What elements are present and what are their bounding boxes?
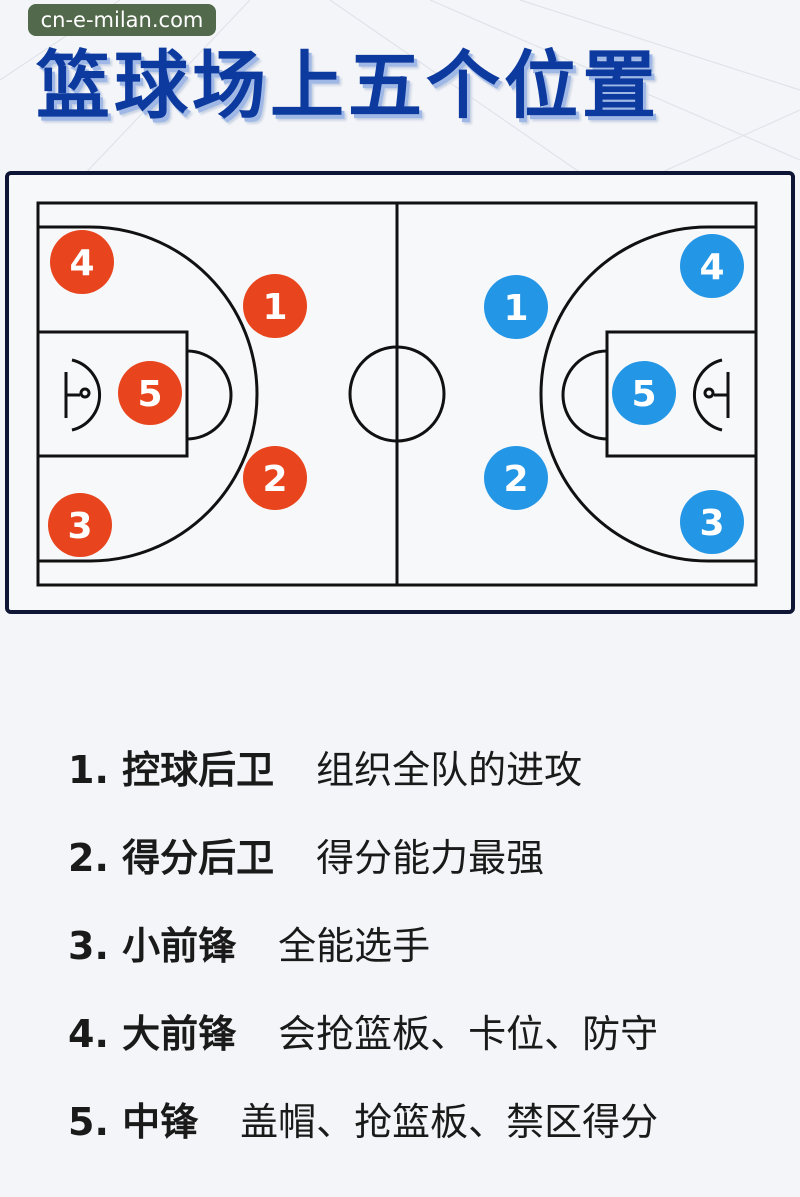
player-number: 3 — [699, 503, 724, 544]
watermark: cn-e-milan.com — [28, 4, 216, 36]
position-shooting-guard: 2. 得分后卫 得分能力最强 — [68, 810, 798, 898]
key-right — [605, 330, 758, 458]
position-small-forward: 3. 小前锋 全能选手 — [68, 898, 798, 986]
player-left-5: 5 — [118, 361, 182, 425]
player-number: 2 — [262, 459, 287, 500]
positions-list: 1. 控球后卫 组织全队的进攻 2. 得分后卫 得分能力最强 3. 小前锋 全能… — [68, 722, 798, 1162]
position-description: 盖帽、抢篮板、禁区得分 — [240, 1099, 659, 1144]
three-point-line-left — [38, 225, 259, 563]
player-right-3: 3 — [680, 490, 744, 554]
position-label: 1. 控球后卫 — [68, 747, 275, 792]
position-description: 组织全队的进攻 — [316, 747, 583, 792]
player-number: 3 — [67, 506, 92, 547]
center-circle — [348, 345, 446, 443]
free-throw-arc-left — [186, 349, 233, 441]
position-center: 5. 中锋 盖帽、抢篮板、禁区得分 — [68, 1074, 798, 1162]
player-left-1: 1 — [243, 274, 307, 338]
player-right-5: 5 — [612, 361, 676, 425]
restricted-arc-left — [71, 358, 102, 432]
player-left-3: 3 — [48, 493, 112, 557]
player-right-1: 1 — [484, 275, 548, 339]
three-point-line-right — [539, 225, 756, 563]
player-number: 2 — [503, 459, 528, 500]
free-throw-arc-right — [561, 349, 608, 441]
player-number: 1 — [262, 287, 287, 328]
position-label: 4. 大前锋 — [68, 1011, 237, 1056]
player-left-2: 2 — [243, 446, 307, 510]
position-label: 2. 得分后卫 — [68, 835, 275, 880]
player-number: 4 — [699, 247, 724, 288]
position-description: 会抢篮板、卡位、防守 — [278, 1011, 659, 1056]
player-right-2: 2 — [484, 446, 548, 510]
player-number: 1 — [503, 288, 528, 329]
key-left — [36, 330, 189, 458]
player-left-4: 4 — [50, 230, 114, 294]
court-frame — [5, 171, 795, 614]
player-number: 4 — [69, 243, 94, 284]
hoop-right — [703, 387, 715, 399]
restricted-arc-right — [692, 358, 723, 432]
hoop-left — [79, 387, 91, 399]
player-number: 5 — [137, 374, 162, 415]
position-description: 全能选手 — [278, 923, 431, 968]
position-label: 5. 中锋 — [68, 1099, 199, 1144]
basketball-court-diagram: 4 1 5 2 3 4 1 5 2 3 — [5, 171, 795, 614]
position-description: 得分能力最强 — [316, 835, 545, 880]
player-right-4: 4 — [680, 234, 744, 298]
position-power-forward: 4. 大前锋 会抢篮板、卡位、防守 — [68, 986, 798, 1074]
player-number: 5 — [631, 374, 656, 415]
position-point-guard: 1. 控球后卫 组织全队的进攻 — [68, 722, 798, 810]
page-title: 篮球场上五个位置 — [36, 43, 660, 129]
position-label: 3. 小前锋 — [68, 923, 237, 968]
